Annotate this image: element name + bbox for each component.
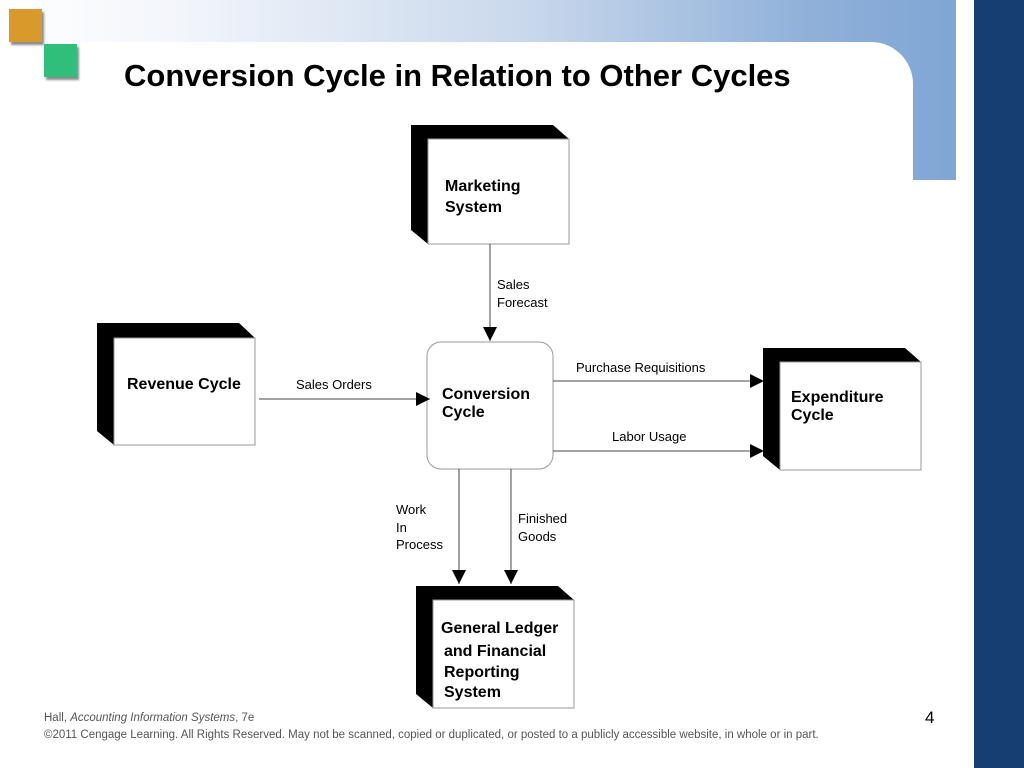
slide-title: Conversion Cycle in Relation to Other Cy… <box>124 58 791 93</box>
general-ledger-label-rest: and Financial Reporting System <box>444 643 547 701</box>
work-in-process-label: Work In Process <box>396 502 443 552</box>
marketing-system-label: Marketing System <box>445 178 521 216</box>
general-ledger-node <box>416 586 575 709</box>
footer-edition: , 7e <box>235 712 255 724</box>
labor-usage-label: Labor Usage <box>612 429 687 444</box>
green-square-decoration <box>44 44 77 77</box>
sales-orders-label: Sales Orders <box>296 377 372 392</box>
right-accent-bar <box>974 0 1024 768</box>
general-ledger-label-line1: General Ledger <box>441 620 559 637</box>
footer-copyright: ©2011 Cengage Learning. All Rights Reser… <box>44 729 819 741</box>
footer-book-title: Accounting Information Systems <box>70 712 236 724</box>
expenditure-cycle-label: Expenditure Cycle <box>791 389 884 424</box>
marketing-system-node <box>411 125 570 245</box>
revenue-cycle-label: Revenue Cycle <box>127 376 241 393</box>
revenue-cycle-node <box>97 323 256 446</box>
page-number: 4 <box>925 708 935 727</box>
expenditure-cycle-node <box>763 348 922 471</box>
footer-author: Hall, <box>44 712 71 724</box>
sales-forecast-label: Sales Forecast <box>497 277 548 310</box>
footer-reference: Hall, Accounting Information Systems, 7e <box>44 712 254 724</box>
finished-goods-label: Finished Goods <box>518 511 568 544</box>
conversion-cycle-label: Conversion Cycle <box>442 386 531 421</box>
purchase-requisitions-label: Purchase Requisitions <box>576 360 706 375</box>
orange-square-decoration <box>9 9 42 42</box>
